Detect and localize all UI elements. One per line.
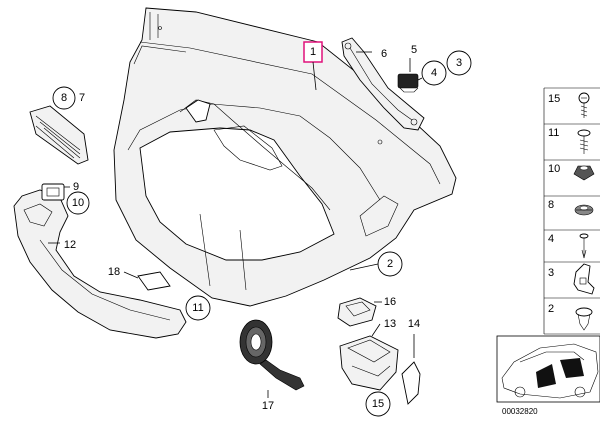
armrest-panel[interactable]	[13, 189, 187, 339]
expanding-rivet-icon	[574, 204, 594, 216]
screw-icon	[578, 92, 590, 118]
callout-6[interactable]: 6	[381, 48, 387, 60]
callout-14[interactable]: 14	[408, 318, 420, 330]
callout-11-circle[interactable]	[185, 295, 211, 321]
callout-10: 10	[72, 197, 84, 209]
callout-13[interactable]: 13	[384, 318, 396, 330]
cover-part-14[interactable]	[401, 361, 421, 405]
legend-label-11: 11	[548, 127, 559, 139]
callout-8: 8	[61, 92, 67, 104]
legend-row-8[interactable]: 8	[548, 199, 594, 216]
door-trim-panel[interactable]	[113, 7, 457, 307]
clip-nut-icon	[573, 165, 595, 181]
callout-10-circle[interactable]	[66, 191, 90, 215]
storage-pocket-15[interactable]	[339, 335, 399, 391]
callout-18[interactable]: 18	[108, 266, 120, 278]
clip-part-5[interactable]	[397, 73, 419, 93]
legend-row-15[interactable]: 15	[548, 92, 590, 118]
bracket-clip-icon	[573, 263, 595, 295]
callout-3: 3	[456, 57, 462, 69]
tapping-screw-icon	[577, 129, 591, 154]
legend-label-8: 8	[548, 199, 554, 211]
callout-5[interactable]: 5	[411, 44, 417, 56]
legend-row-4[interactable]: 4	[548, 233, 589, 259]
door-pull-handle[interactable]	[341, 37, 425, 131]
legend-row-11[interactable]: 11	[548, 127, 591, 154]
callout-15-circle[interactable]	[365, 391, 391, 417]
legend-label-4: 4	[548, 233, 554, 245]
fastener-legend	[543, 87, 600, 335]
callout-3-4-group[interactable]: 3 4	[417, 50, 472, 86]
callout-11: 11	[192, 302, 203, 314]
callout-2: 2	[387, 258, 393, 270]
insert-part-16[interactable]	[337, 297, 377, 327]
pin-icon	[579, 233, 589, 259]
push-clip-icon	[575, 307, 593, 331]
callout-7[interactable]: 7	[79, 92, 85, 104]
callout-16[interactable]: 16	[384, 296, 396, 308]
callout-8-circle[interactable]	[52, 86, 76, 110]
vehicle-locator-thumbnail	[496, 335, 600, 403]
callout-12[interactable]: 12	[64, 239, 76, 251]
legend-label-15: 15	[548, 93, 560, 105]
callout-4: 4	[431, 67, 437, 79]
legend-label-3: 3	[548, 267, 554, 279]
switch-bezel-9[interactable]	[41, 183, 65, 201]
diagram-code: 00032820	[502, 407, 538, 416]
cover-cap-18[interactable]	[137, 271, 171, 291]
callout-1-label: 1	[310, 46, 316, 58]
callout-9[interactable]: 9	[73, 181, 79, 193]
speaker-grille[interactable]	[29, 105, 89, 165]
legend-row-3[interactable]: 3	[548, 263, 595, 295]
callout-15: 15	[372, 398, 384, 410]
legend-row-2[interactable]: 2	[548, 303, 593, 331]
adhesive-tape-roll[interactable]	[239, 319, 305, 391]
callout-1[interactable]: 1	[303, 41, 323, 91]
legend-row-10[interactable]: 10	[548, 163, 595, 181]
legend-label-10: 10	[548, 163, 560, 175]
legend-label-2: 2	[548, 303, 554, 315]
callout-17[interactable]: 17	[262, 400, 274, 412]
